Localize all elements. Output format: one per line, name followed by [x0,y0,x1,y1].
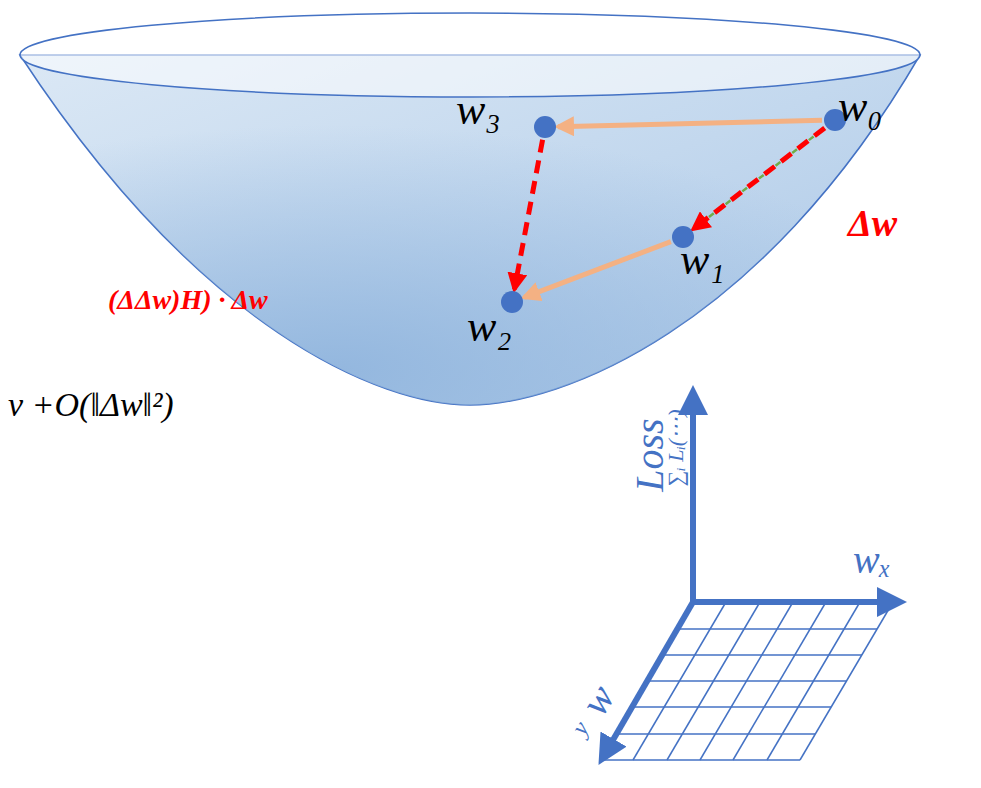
point-label: w₂ [467,305,512,349]
step-arrow [693,128,824,229]
ground-grid [600,602,893,760]
bowl-rim [20,13,920,97]
step-arrow [524,242,671,298]
math-label: w [574,678,622,722]
point-label: w₀ [838,85,883,129]
point-label: w₁ [680,238,725,282]
math-label: Loss [630,418,670,491]
step-arrow [558,120,822,126]
math-label: (ΔΔw)H) · Δw [108,286,268,314]
weight-point: w₃ [534,116,556,138]
weight-point: w₂ [501,291,523,313]
math-label: y [567,717,593,739]
step-arrow [514,140,542,289]
bowl-shading [20,55,920,405]
gradient-overlay [704,128,824,221]
weight-point: w₁ [672,226,694,248]
point-label: w₃ [456,88,501,132]
math-label: v +O(‖Δw‖²) [8,388,174,422]
bowl-surface [20,55,920,405]
math-label: wₓ [853,540,891,580]
axes [606,400,892,752]
weight-point: w₀ [824,109,846,131]
math-label: ∑ᵢ Lᵢ(⋯) [665,409,687,486]
math-label: Δw [848,204,897,242]
